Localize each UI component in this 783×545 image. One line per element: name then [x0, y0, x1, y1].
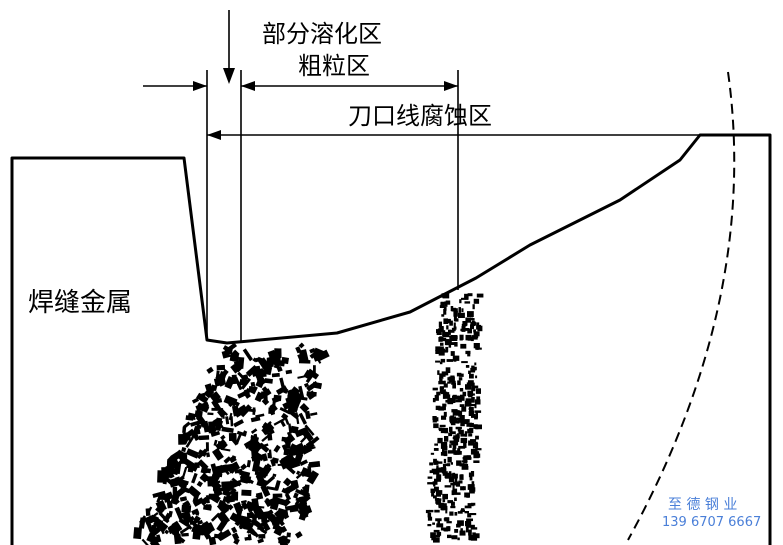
coarse-grain-texture	[133, 342, 330, 545]
fine-corrosion-texture	[425, 293, 484, 543]
fusion-boundary-dashed	[627, 71, 736, 541]
knife-line-arrow-left	[207, 130, 221, 140]
watermark-company: 至 德 钢 业	[668, 497, 737, 513]
label-weld-metal: 焊缝金属	[28, 288, 132, 318]
coarse-grain-arrow-left	[241, 81, 255, 91]
partial-melting-arrowhead	[223, 68, 235, 84]
label-partial-melting-zone: 部分溶化区	[262, 20, 382, 48]
coarse-grain-arrow-right	[444, 81, 458, 91]
label-coarse-grain-zone: 粗粒区	[298, 52, 370, 80]
label-knife-line-corrosion-zone: 刀口线腐蚀区	[348, 102, 492, 130]
left-pointer-arrowhead	[193, 81, 207, 91]
watermark-phone: 139 6707 6667	[662, 515, 761, 530]
